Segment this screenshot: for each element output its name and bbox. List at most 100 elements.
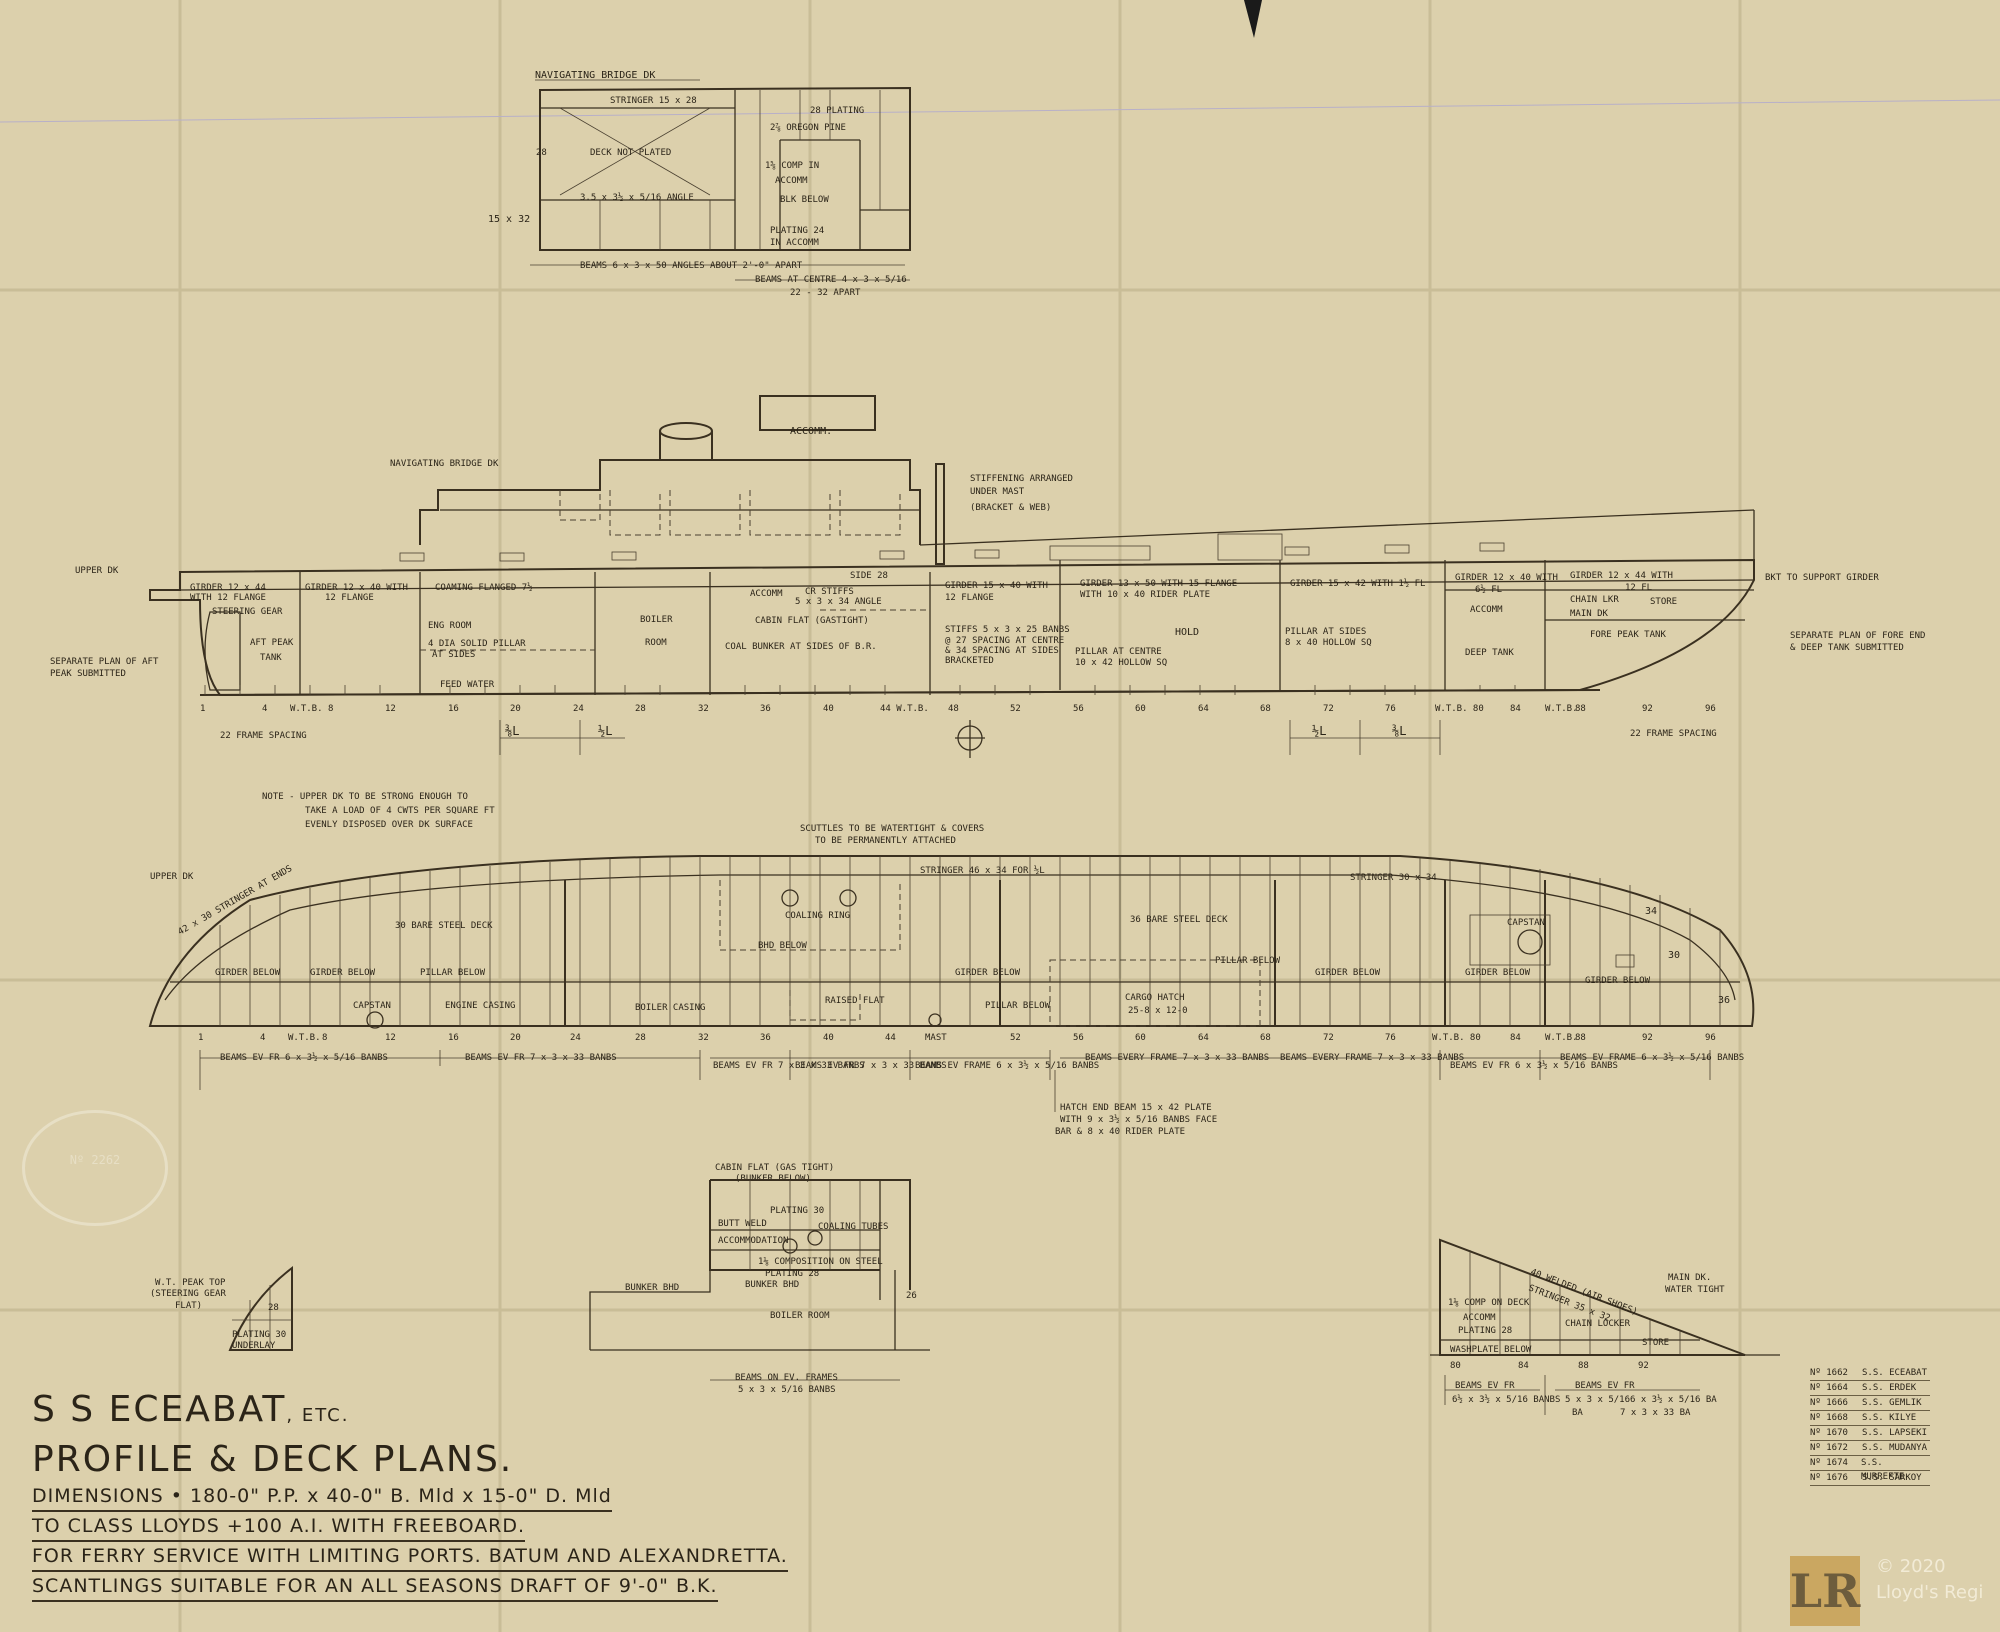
plans-title: PROFILE & DECK PLANS. [32, 1439, 514, 1480]
frame-spacing-left: 22 FRAME SPACING [220, 731, 307, 741]
girder-7a: GIRDER 12 x 44 WITH [1570, 571, 1673, 581]
chain-lkr: CHAIN LKR [1570, 595, 1619, 605]
wt-peak-28: 28 [268, 1303, 279, 1313]
mast [935, 463, 945, 565]
cabin-flat-plan: CABIN FLAT (GAS TIGHT) (BUNKER BELOW) PL… [589, 1163, 930, 1395]
df-n23: W.T.B. [1545, 1033, 1578, 1043]
nav-plating: 28 PLATING [810, 106, 864, 116]
ink-mark [1244, 0, 1262, 38]
hatch-size: 25-8 x 12-0 [1128, 1006, 1188, 1016]
cabin-flat: CABIN FLAT (GASTIGHT) [755, 616, 869, 626]
pf-n9: 32 [698, 704, 709, 714]
girder-4b: WITH 10 x 40 RIDER PLATE [1080, 590, 1210, 600]
pf-n0: 1 [200, 704, 205, 714]
pf-n14: 52 [1010, 704, 1021, 714]
sep-aft-1: SEPARATE PLAN OF AFT [50, 657, 159, 667]
logo-letters: LR [1789, 1564, 1861, 1618]
profile-frame-numbers: 1 4 W.T.B. 8 12 16 20 24 28 32 36 40 44 … [200, 704, 1716, 714]
pillar-below-2: PILLAR BELOW [1215, 956, 1281, 966]
deep-tank: DEEP TANK [1465, 648, 1514, 658]
fore-plating-28: PLATING 28 [1458, 1326, 1512, 1336]
cabin-beams-2: 5 x 3 x 5/16 BANBS [738, 1385, 836, 1395]
cabin-butt-weld: BUTT WELD [718, 1219, 767, 1229]
class-line: TO CLASS LLOYDS +100 A.I. WITH FREEBOARD… [32, 1512, 526, 1542]
scantlings-line: SCANTLINGS SUITABLE FOR AN ALL SEASONS D… [32, 1572, 718, 1602]
df-n25: 92 [1642, 1033, 1653, 1043]
engine-casing: ENGINE CASING [445, 1001, 515, 1011]
steering-gear: STEERING GEAR [212, 607, 283, 617]
df-n12: 44 [885, 1033, 896, 1043]
df-n9: 32 [698, 1033, 709, 1043]
bkt-support: BKT TO SUPPORT GIRDER [1765, 573, 1879, 583]
note-2: TAKE A LOAD OF 4 CWTS PER SQUARE FT [305, 806, 495, 816]
boiler: BOILER [640, 615, 673, 625]
cabin-plating-28: PLATING 28 [765, 1269, 819, 1279]
scuttles-1: SCUTTLES TO BE WATERTIGHT & COVERS [800, 824, 984, 834]
store: STORE [1650, 597, 1677, 607]
cr-stiffs-1: CR STIFFS [805, 587, 854, 597]
eng-room: ENG ROOM [428, 621, 472, 631]
pillar-below-3: PILLAR BELOW [985, 1001, 1051, 1011]
feed-water: FEED WATER [440, 680, 495, 690]
fore-f-0: 80 [1450, 1361, 1461, 1371]
capstan-2: CAPSTAN [1507, 918, 1545, 928]
fore-store: STORE [1642, 1338, 1669, 1348]
girder-below-5: GIRDER BELOW [1465, 968, 1531, 978]
capstan-1: CAPSTAN [353, 1001, 391, 1011]
ship-no: Nº 1674 [1810, 1458, 1848, 1468]
ship-row: Nº 1676 S.S. SARKOY [1810, 1471, 1930, 1486]
pf-n16: 60 [1135, 704, 1146, 714]
wt-peak-3: FLAT) [175, 1301, 202, 1311]
deck-num-30: 30 [1668, 950, 1680, 961]
hatch-end-2: WITH 9 x 3½ x 5/16 BANBS FACE [1060, 1114, 1217, 1125]
stamp-number: Nº 2262 [69, 1153, 121, 1167]
pf-n20: 76 [1385, 704, 1396, 714]
deck-num-34: 34 [1645, 906, 1657, 917]
raised-flat: RAISED FLAT [825, 996, 885, 1006]
stiffening-3: (BRACKET & WEB) [970, 503, 1051, 513]
df-n2: W.T.B. [288, 1033, 321, 1043]
ship-no: Nº 1676 [1810, 1473, 1848, 1483]
ship-name-etc: , ETC. [286, 1405, 350, 1426]
cabin-accommodation: ACCOMMODATION [718, 1236, 788, 1246]
frac-right-2: ⅜L [1392, 724, 1406, 738]
accomm-top-label: ACCOMM. [790, 426, 832, 437]
stiffs-2: @ 27 SPACING AT CENTRE [945, 636, 1064, 646]
ship-row-name: S.S. SARKOY [1862, 1473, 1922, 1483]
girder-5: GIRDER 15 x 42 WITH 1½ FL [1290, 578, 1425, 589]
stiffening-2: UNDER MAST [970, 487, 1025, 497]
beams-8: BEAMS EV FR 6 x 3½ x 5/16 BANBS [1450, 1060, 1618, 1071]
frac-left-1: ⅜L [505, 724, 519, 738]
main-dk: MAIN DK [1570, 609, 1609, 619]
fore-f-1: 84 [1518, 1361, 1529, 1371]
pillar-centre-1: PILLAR AT CENTRE [1075, 647, 1162, 657]
fore-f-3: 92 [1638, 1361, 1649, 1371]
stiffs-1: STIFFS 5 x 3 x 25 BANBS [945, 625, 1070, 635]
deck-upper-dk: UPPER DK [150, 872, 194, 882]
hatch-end-3: BAR & 8 x 40 RIDER PLATE [1055, 1127, 1185, 1137]
pf-n11: 40 [823, 704, 834, 714]
girder-6b: 6½ FL [1475, 584, 1502, 595]
lloyds-register-logo: LR [1790, 1556, 1860, 1626]
ship-profile: ACCOMM. NAVIGATING BRIDGE DK STIFFENING … [50, 395, 1925, 758]
fore-beams1-b: 6½ x 3½ x 5/16 BANBS [1452, 1394, 1560, 1405]
pf-n4: 12 [385, 704, 396, 714]
registry-stamp: Nº 2262 [22, 1110, 168, 1226]
profile-upper-dk: UPPER DK [75, 566, 119, 576]
pillar-1: 4 DIA SOLID PILLAR [428, 639, 526, 649]
cabin-bunker-bhd-2: BUNKER BHD [625, 1283, 679, 1293]
coaming: COAMING FLANGED 7½ [435, 582, 533, 593]
pf-n19: 72 [1323, 704, 1334, 714]
fore-accomm: ACCOMM [1463, 1313, 1496, 1323]
cargo-hatch: CARGO HATCH [1125, 993, 1185, 1003]
wt-peak-2: (STEERING GEAR [150, 1289, 226, 1299]
girder-below-3: GIRDER BELOW [955, 968, 1021, 978]
df-n18: 68 [1260, 1033, 1271, 1043]
nav-angle: 3.5 x 3½ x 5/16 ANGLE [580, 192, 694, 203]
girder-3b: 12 FLANGE [945, 593, 994, 603]
